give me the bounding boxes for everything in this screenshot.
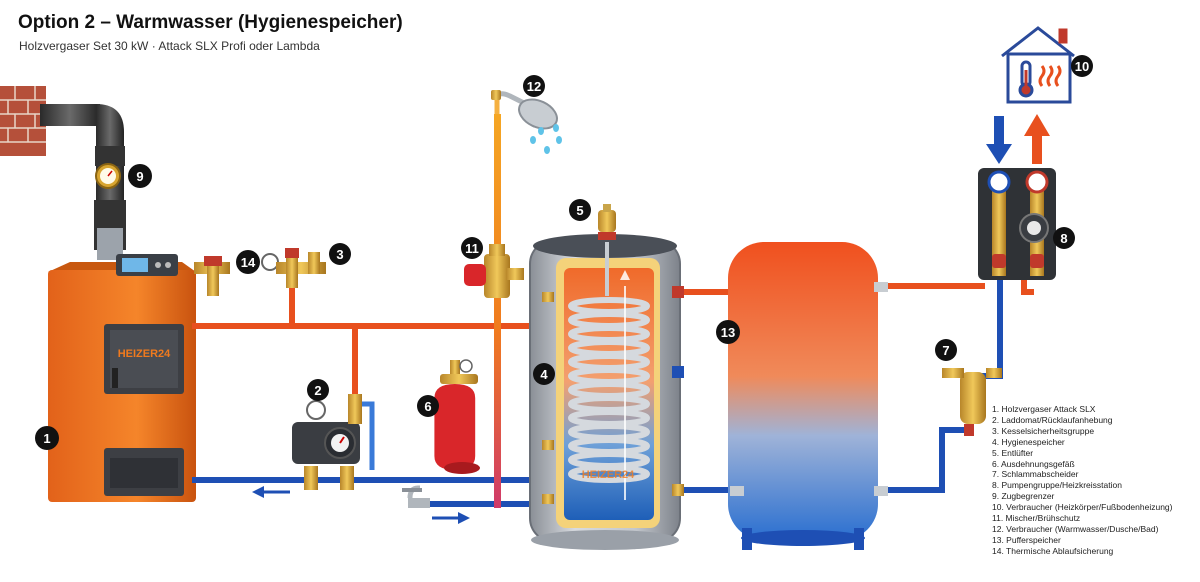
flow-arrow-return (252, 486, 290, 498)
legend-item: 9. Zugbegrenzer (992, 491, 1055, 502)
badge-9: 9 (128, 164, 152, 188)
legend-item: 1. Holzvergaser Attack SLX (992, 404, 1096, 414)
legend-item: 7. Schlammabscheider (992, 469, 1079, 480)
badge-11: 11 (461, 237, 483, 259)
svg-text:4: 4 (540, 367, 548, 382)
svg-text:8: 8 (1060, 231, 1067, 246)
badge-10: 10 (1071, 55, 1093, 77)
legend-item: 13. Pufferspeicher (992, 534, 1061, 545)
mixing-valve (464, 244, 524, 298)
svg-text:3: 3 (336, 247, 343, 262)
badge-4: 4 (533, 363, 555, 385)
legend-item: 12. Verbraucher (Warmwasser/Dusche/Bad) (992, 523, 1159, 534)
badge-1: 1 (35, 426, 59, 450)
heat-exchanger-coil (568, 297, 650, 483)
legend-item: 11. Mischer/Brühschutz (992, 513, 1081, 524)
thermometer-icon (1018, 60, 1034, 98)
component-legend: 1. Holzvergaser Attack SLX 2. Laddomat/R… (992, 404, 1173, 557)
svg-text:9: 9 (136, 169, 143, 184)
svg-text:1: 1 (43, 431, 50, 446)
brick-wall-icon (0, 86, 46, 156)
pump-icon (324, 427, 356, 459)
svg-text:7: 7 (942, 343, 949, 358)
air-vent (598, 204, 616, 240)
thermal-discharge-valve (194, 253, 279, 296)
legend-item: 5. Entlüfter (992, 447, 1034, 458)
svg-text:2: 2 (314, 383, 321, 398)
page-subtitle: Holzvergaser Set 30 kW · Attack SLX Prof… (19, 39, 320, 53)
svg-text:14: 14 (241, 255, 256, 270)
sludge-separator (942, 368, 1002, 436)
svg-text:5: 5 (576, 203, 583, 218)
legend-item: 10. Verbraucher (Heizkörper/Fußbodenheiz… (992, 502, 1173, 513)
draft-regulator (95, 163, 121, 189)
faucet-icon (402, 485, 430, 508)
svg-text:6: 6 (424, 399, 431, 414)
badge-2: 2 (307, 379, 329, 401)
legend-item: 14. Thermische Ablaufsicherung (992, 545, 1114, 556)
legend-item: 2. Laddomat/Rücklaufanhebung (992, 414, 1113, 425)
badge-3: 3 (329, 243, 351, 265)
flow-arrow-up-return (1024, 114, 1050, 164)
badge-6: 6 (417, 395, 439, 417)
shower-icon (491, 90, 562, 154)
svg-text:12: 12 (527, 79, 541, 94)
badge-13: 13 (716, 320, 740, 344)
page-title: Option 2 – Warmwasser (Hygienespeicher) (18, 12, 403, 33)
svg-text:11: 11 (465, 241, 479, 256)
flow-arrow-cold-inlet (432, 512, 470, 524)
hygiene-storage-tank: HEIZER24 (529, 234, 684, 550)
svg-text:13: 13 (721, 325, 735, 340)
badge-12: 12 (523, 75, 545, 97)
expansion-vessel (434, 359, 480, 474)
wood-gasification-boiler: HEIZER24 (48, 254, 196, 502)
pump-station (978, 168, 1056, 280)
boiler-brand-label: HEIZER24 (118, 348, 171, 360)
laddomat-unit (292, 394, 362, 490)
gauge-icon (261, 253, 279, 271)
legend-item: 3. Kesselsicherheitsgruppe (992, 425, 1095, 436)
flow-arrow-down-supply (986, 116, 1012, 164)
legend-item: 8. Pumpengruppe/Heizkreisstation (992, 480, 1122, 491)
legend-item: 4. Hygienespeicher (992, 436, 1065, 447)
badge-7: 7 (935, 339, 957, 361)
badge-14: 14 (236, 250, 260, 274)
legend-item: 6. Ausdehnungsgefäß (992, 458, 1075, 469)
house-icon (1001, 26, 1075, 104)
svg-text:10: 10 (1075, 59, 1089, 74)
tank-brand-label: HEIZER24 (582, 469, 635, 481)
buffer-tank (728, 242, 888, 550)
badge-5: 5 (569, 199, 591, 221)
badge-8: 8 (1053, 227, 1075, 249)
boiler-safety-group (276, 248, 326, 288)
